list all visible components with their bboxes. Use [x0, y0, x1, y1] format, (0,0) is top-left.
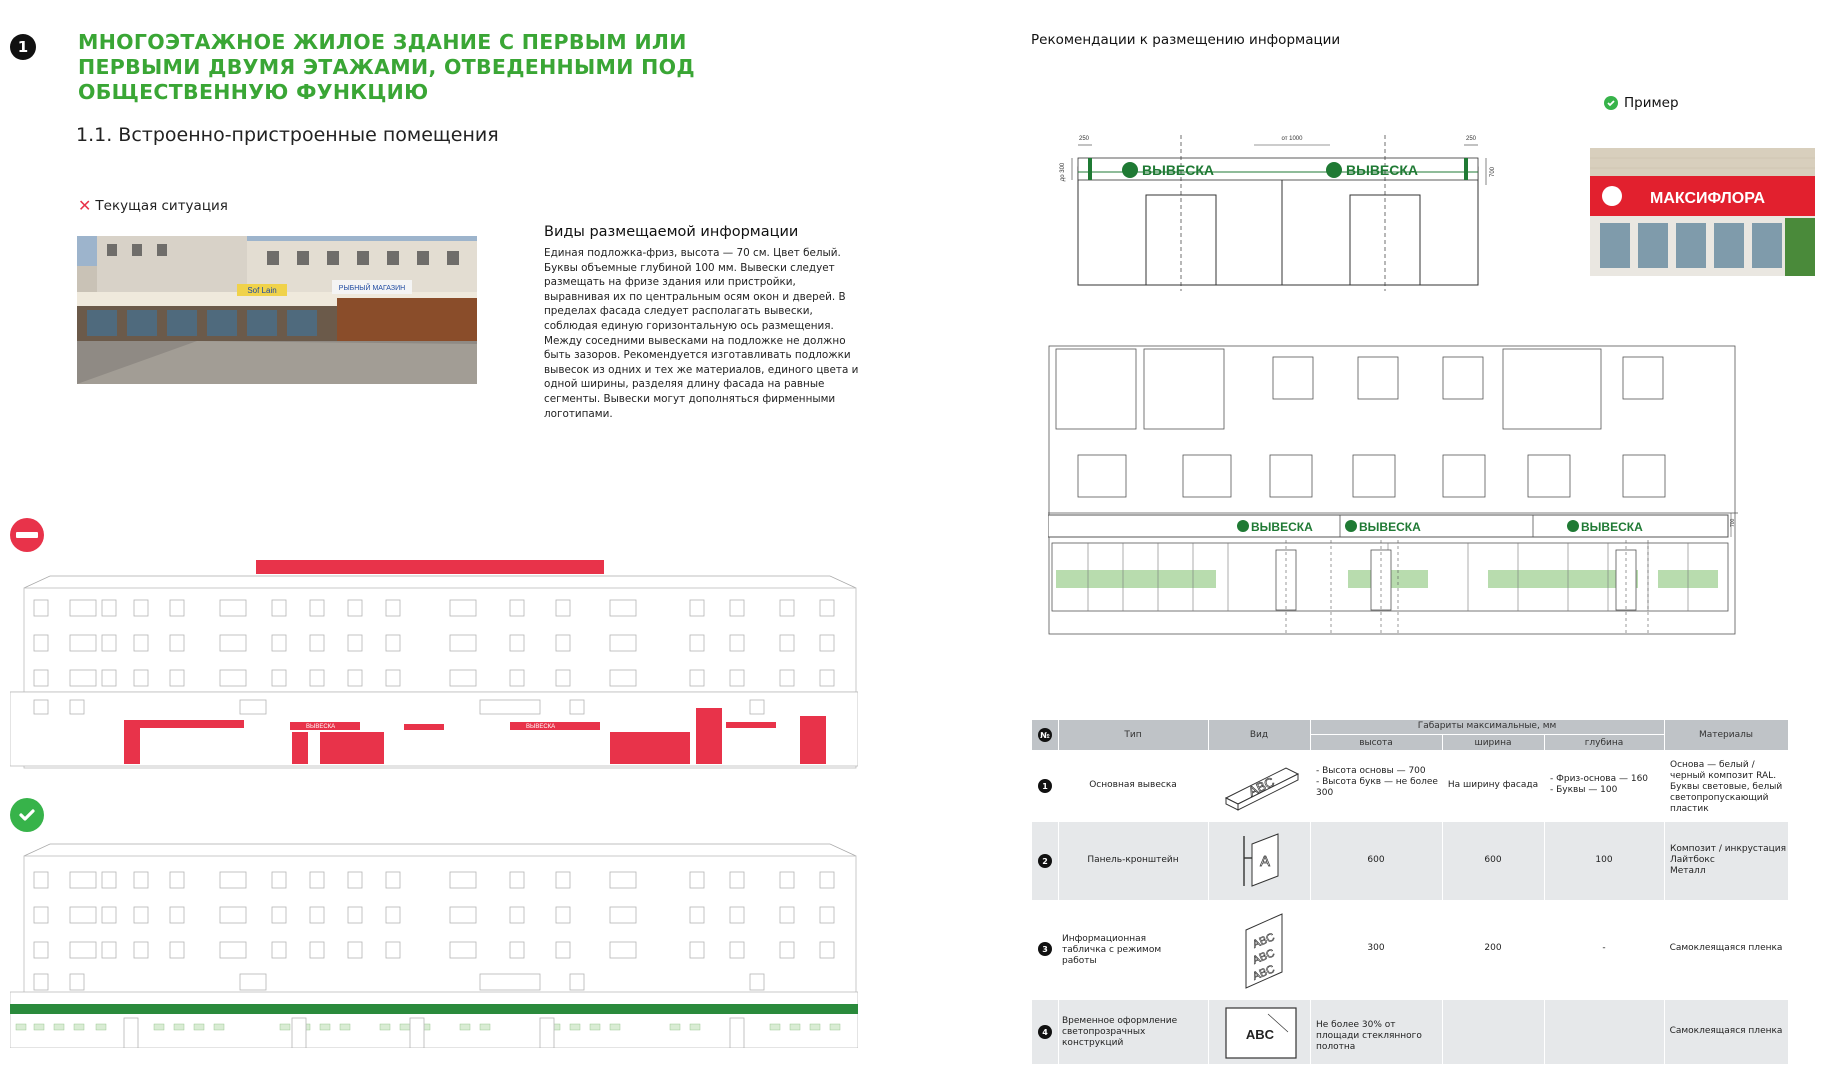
- row-4-type: Временное оформление светопрозрачных кон…: [1062, 1016, 1178, 1048]
- row-1-width: На ширину фасада: [1447, 780, 1539, 790]
- table-row: 4 Временное оформление светопрозрачных к…: [1032, 1000, 1788, 1064]
- table-header: № Тип Вид Габариты максимальные, мм высо…: [1032, 720, 1788, 750]
- row-4-view-icon: ABC: [1225, 1007, 1297, 1059]
- header-num: №: [1038, 728, 1052, 742]
- row-2-depth: 100: [1595, 855, 1613, 865]
- row-3-width: 200: [1484, 943, 1502, 953]
- current-sign-2: ВЫВЕСКА: [526, 724, 555, 730]
- facade-dim-700: 700: [1730, 518, 1736, 527]
- current-situation-text: Текущая ситуация: [95, 197, 228, 214]
- row-3-depth: -: [1602, 943, 1606, 953]
- table-row: 1 Основная вывеска ABC - Высота основы —…: [1032, 750, 1788, 822]
- photo-sign-2: РЫБНЫЙ МАГАЗИН: [339, 283, 405, 292]
- header-width: ширина: [1474, 738, 1512, 748]
- current-sign-1: ВЫВЕСКА: [306, 724, 335, 730]
- current-situation-label: ✕ Текущая ситуация: [78, 196, 228, 215]
- sign-types-table: № Тип Вид Габариты максимальные, мм высо…: [1032, 720, 1788, 1064]
- header-view: Вид: [1249, 730, 1269, 740]
- row-1-view-icon: ABC: [1224, 767, 1300, 811]
- prohibited-icon: [10, 518, 44, 552]
- row-2-height: 600: [1367, 855, 1385, 865]
- table-row: 3 Информационная табличка с режимом рабо…: [1032, 900, 1788, 1000]
- current-situation-photo: Sof Lain РЫБНЫЙ МАГАЗИН: [77, 236, 477, 384]
- row-2-num: 2: [1038, 854, 1052, 868]
- example-label-text: Пример: [1624, 95, 1679, 111]
- dim-1000: от 1000: [1282, 136, 1304, 142]
- row-2-materials: Композит / инкрустация Лайтбокс Металл: [1670, 844, 1787, 876]
- row-1-depth: - Фриз-основа — 160 - Буквы — 100: [1550, 774, 1649, 795]
- example-photo: МАКСИФЛОРА: [1590, 148, 1815, 276]
- facade-sign-1: ВЫВЕСКА: [1251, 520, 1313, 534]
- approved-icon: [10, 798, 44, 832]
- row-3-view-icon: ABC ABC ABC: [1245, 913, 1283, 989]
- header-type: Тип: [1124, 730, 1142, 740]
- row-3-height: 300: [1367, 943, 1385, 953]
- page-subtitle: 1.1. Встроенно-пристроенные помещения: [76, 124, 499, 146]
- row-2-view-text: A: [1260, 853, 1270, 870]
- row-2-view-icon: A: [1243, 833, 1279, 887]
- info-types-text: Единая подложка-фриз, высота — 70 см. Цв…: [544, 247, 859, 420]
- header-materials: Материалы: [1699, 730, 1753, 740]
- facade-sign-3: ВЫВЕСКА: [1581, 520, 1643, 534]
- row-4-materials: Самоклеящаяся пленка: [1669, 1026, 1783, 1036]
- cross-icon: ✕: [78, 196, 92, 215]
- row-3-materials: Самоклеящаяся пленка: [1669, 943, 1783, 953]
- recommended-facade-drawing: ВЫВЕСКА ВЫВЕСКА ВЫВЕСКА 700: [1048, 345, 1738, 635]
- row-4-view-text: ABC: [1246, 1027, 1275, 1042]
- row-3-num: 3: [1038, 942, 1052, 956]
- dim-250-left: 250: [1079, 136, 1090, 142]
- header-dims-group: Габариты максимальные, мм: [1417, 721, 1557, 731]
- example-label: Пример: [1604, 95, 1679, 111]
- dim-250-right: 250: [1466, 136, 1477, 142]
- current-facade-drawing: ВЫВЕСКА ВЫВЕСКА: [10, 560, 858, 769]
- row-3-type: Информационная табличка с режимом работы: [1062, 934, 1162, 966]
- facade-sign-2: ВЫВЕСКА: [1359, 520, 1421, 534]
- check-icon: [1604, 96, 1618, 110]
- row-4-num: 4: [1038, 1025, 1052, 1039]
- dim-700: 700: [1490, 166, 1496, 177]
- scheme-sign-1: ВЫВЕСКА: [1142, 162, 1214, 178]
- row-1-type: Основная вывеска: [1089, 780, 1177, 790]
- header-depth: глубина: [1584, 738, 1624, 748]
- info-types-title: Виды размещаемой информации: [544, 224, 799, 240]
- table-row: 2 Панель-кронштейн A 600 600 100 Компози…: [1032, 822, 1788, 900]
- scheme-sign-2: ВЫВЕСКА: [1346, 162, 1418, 178]
- row-2-width: 600: [1484, 855, 1502, 865]
- page-title: МНОГОЭТАЖНОЕ ЖИЛОЕ ЗДАНИЕ С ПЕРВЫМ ИЛИ П…: [78, 30, 695, 104]
- section-number-badge: 1: [10, 34, 36, 60]
- row-4-height: Не более 30% от площади стеклянного поло…: [1316, 1020, 1422, 1052]
- recommendations-title: Рекомендации к размещению информации: [1031, 32, 1341, 48]
- dim-300: до 300: [1060, 162, 1066, 181]
- row-2-type: Панель-кронштейн: [1087, 855, 1179, 865]
- header-height: высота: [1359, 738, 1393, 748]
- photo-sign-1: Sof Lain: [247, 286, 276, 295]
- row-1-num: 1: [1038, 779, 1052, 793]
- row-1-height: - Высота основы — 700 - Высота букв — не…: [1316, 766, 1438, 798]
- approved-facade-drawing: [10, 843, 858, 1048]
- sign-placement-scheme: ВЫВЕСКА ВЫВЕСКА 250 250 от 1000 до 300 7…: [1060, 135, 1496, 291]
- example-sign-text: МАКСИФЛОРА: [1650, 190, 1765, 207]
- row-1-materials: Основа — белый / черный композит RAL. Бу…: [1670, 760, 1783, 814]
